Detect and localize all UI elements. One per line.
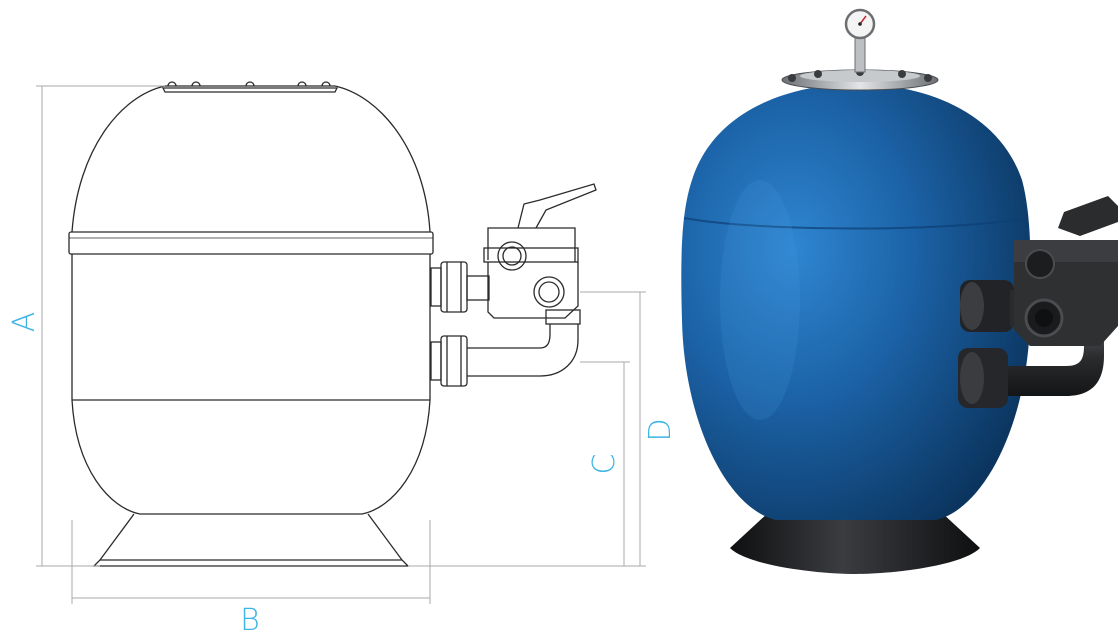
tank-lid-photo — [781, 68, 939, 91]
lower-connection — [430, 324, 579, 387]
tank-body-photo — [681, 84, 1031, 520]
dimension-d-label: D — [643, 418, 678, 441]
dimension-c-label: C — [587, 454, 622, 475]
dimension-labels: A B C D — [7, 312, 678, 636]
tank-equator-band — [68, 231, 434, 255]
tank-body — [71, 254, 431, 515]
lid-bolts-photo — [788, 68, 932, 82]
upper-connection — [430, 261, 490, 313]
dimension-lines — [36, 85, 646, 604]
multiport-valve-drawing — [483, 183, 597, 325]
multiport-valve-icon — [1014, 196, 1118, 346]
tank-lid — [161, 87, 339, 93]
pressure-gauge-icon — [844, 8, 876, 73]
technical-drawing — [36, 81, 646, 604]
tank-top-dome — [71, 85, 431, 233]
lid-bolts — [167, 81, 331, 87]
tank-base — [92, 513, 410, 567]
dimension-a-label: A — [7, 312, 42, 333]
product-photo — [681, 8, 1118, 574]
dimension-b-label: B — [240, 603, 260, 632]
